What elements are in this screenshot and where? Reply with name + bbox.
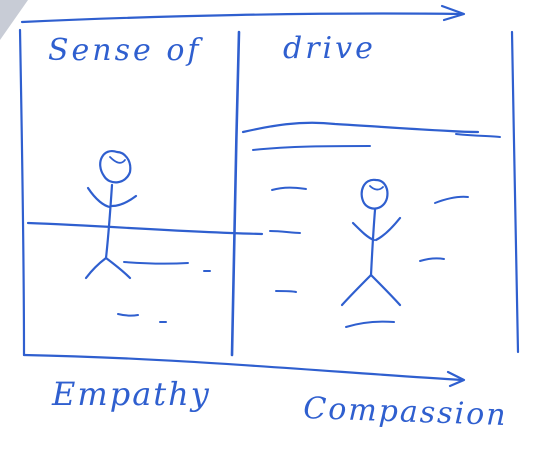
bottom-arrow (22, 353, 466, 388)
water-surface-right (241, 121, 480, 134)
water-surface-right-3 (455, 133, 501, 138)
label-compassion: Compassion (303, 391, 508, 433)
label-drive: drive (283, 31, 376, 66)
water-line-left (26, 221, 264, 236)
center-divider (230, 30, 241, 357)
left-border (18, 28, 26, 357)
water-dashes-right (269, 186, 469, 328)
water-surface-right-2 (252, 145, 371, 151)
label-sense-of: Sense of (48, 33, 203, 68)
stick-figure-left (84, 149, 138, 280)
scan-corner-mark (0, 0, 28, 40)
stick-figure-right (340, 178, 402, 307)
top-arrow (20, 4, 466, 24)
right-border (510, 30, 520, 354)
label-empathy: Empathy (51, 375, 211, 413)
water-dashes-left (117, 261, 211, 323)
